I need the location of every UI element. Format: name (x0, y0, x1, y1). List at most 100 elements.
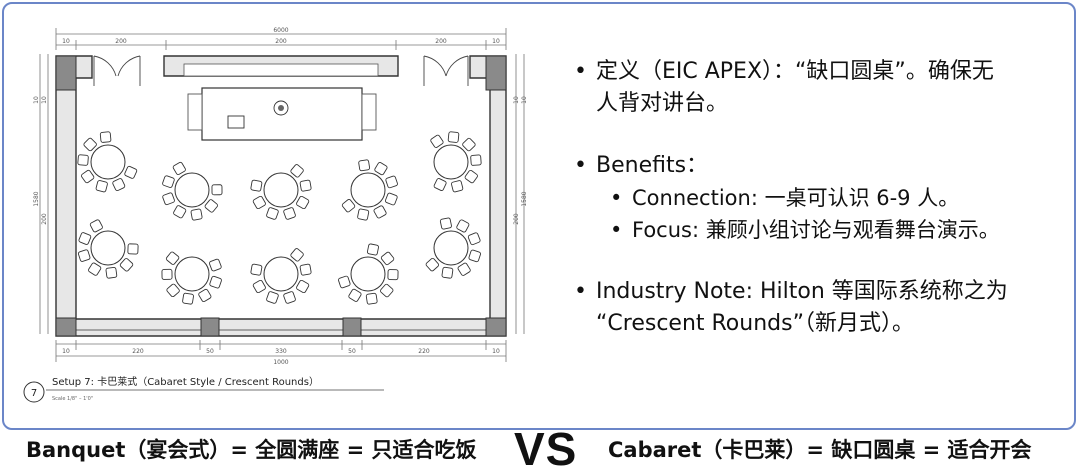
room-walls (55, 55, 507, 337)
chair (296, 279, 310, 294)
chair (209, 258, 222, 272)
dim-right-2: 200 (513, 213, 520, 225)
chair (467, 232, 481, 246)
round-table (161, 251, 222, 305)
chair (365, 292, 378, 305)
chair (299, 263, 312, 276)
dim-left-3: 200 (41, 213, 48, 225)
chair (89, 219, 103, 233)
table-top (433, 144, 469, 180)
chair (387, 269, 399, 281)
dim-top-3: 200 (275, 38, 287, 45)
table-top (90, 144, 126, 180)
chair (88, 262, 102, 276)
dim-right-4: 10 (521, 96, 528, 104)
chair (385, 175, 398, 189)
benefit-connection: Connection: 一桌可认识 6-9 人。 (572, 182, 1072, 214)
dim-right-1: 1580 (521, 191, 528, 206)
chair (81, 169, 95, 184)
chair (266, 207, 279, 220)
door-right (423, 55, 469, 86)
dim-bottom-2: 220 (132, 348, 144, 355)
vs-label: VS (514, 423, 578, 475)
chair (95, 180, 108, 193)
dim-top-2: 200 (115, 38, 127, 45)
bullet-industry-note: Industry Note: Hilton 等国际系统称之为 “Crescent… (572, 276, 1072, 340)
chair (83, 137, 97, 152)
chair (380, 251, 395, 266)
definition-line-2: 人背对讲台。 (596, 91, 729, 116)
table-top (350, 256, 386, 292)
chair (283, 207, 296, 220)
chair (283, 291, 296, 304)
chair (105, 266, 118, 279)
chair (468, 249, 481, 263)
chair (166, 283, 180, 298)
round-table (430, 131, 482, 193)
chair (441, 266, 454, 279)
definition-line-1: 定义（EIC APEX）：“缺口圆桌”。确保无 (596, 59, 994, 84)
chair (99, 131, 112, 143)
chair (341, 199, 356, 213)
chair (425, 257, 440, 272)
dim-left-2: 1580 (33, 191, 40, 206)
industry-note-line-1: Industry Note: Hilton 等国际系统称之为 (596, 279, 1008, 304)
round-table (77, 219, 139, 279)
chair (211, 184, 223, 196)
chair (209, 275, 222, 289)
dim-top-total: 6000 (273, 27, 288, 34)
chair (204, 199, 218, 213)
plan-caption: 7 Setup 7: 卡巴莱式（Cabaret Style / Crescent… (23, 375, 384, 403)
industry-note-line-2: “Crescent Rounds”（新月式）。 (596, 311, 914, 336)
round-table (250, 248, 312, 304)
dim-bottom-1: 10 (62, 348, 70, 355)
chair (447, 131, 460, 143)
chair (290, 164, 304, 178)
round-table (162, 161, 223, 221)
bullet-definition: 定义（EIC APEX）：“缺口圆桌”。确保无 人背对讲台。 (572, 56, 1072, 120)
chair (78, 232, 92, 245)
chair (173, 205, 187, 219)
table-top (263, 256, 299, 292)
caption-title: Setup 7: 卡巴莱式（Cabaret Style / Crescent R… (52, 375, 319, 388)
chair (165, 251, 180, 265)
table-top (350, 172, 386, 208)
table-top (90, 230, 126, 266)
chair (439, 217, 452, 230)
dim-bottom-total: 1000 (273, 359, 288, 366)
dim-top-1: 10 (62, 38, 70, 45)
chair (464, 169, 478, 184)
floor-plan: 6000 10 200 200 200 10 10 1580 200 10 15… (23, 27, 528, 403)
dim-bottom-6: 220 (418, 348, 430, 355)
chair (457, 262, 471, 276)
dim-top-5: 10 (492, 38, 500, 45)
table-top (174, 172, 210, 208)
chair (119, 258, 134, 272)
chair (198, 288, 212, 303)
chair (384, 192, 398, 206)
bullet-list: 定义（EIC APEX）：“缺口圆桌”。确保无 人背对讲台。 Benefits：… (572, 56, 1072, 340)
dim-bottom-3: 50 (206, 348, 214, 355)
banquet-caption: Banquet（宴会式）= 全圆满座 = 只适合吃饭 (26, 438, 477, 462)
chair (296, 195, 310, 210)
chair (77, 154, 89, 166)
chair (162, 192, 175, 206)
chair (190, 208, 203, 221)
round-table (250, 164, 312, 220)
chair (77, 249, 91, 262)
chair (373, 205, 387, 219)
table-top (263, 172, 299, 208)
dim-left-4: 10 (41, 96, 48, 104)
slide-frame: 6000 10 200 200 200 10 10 1580 200 10 15… (2, 2, 1076, 430)
chair (124, 165, 138, 179)
dim-bottom-5: 50 (348, 348, 356, 355)
chair (127, 243, 139, 255)
chair (374, 162, 388, 176)
chair (250, 179, 263, 192)
chair (348, 288, 362, 302)
chair (433, 178, 447, 191)
chair (172, 161, 186, 176)
dim-top-4: 200 (435, 38, 447, 45)
cabaret-tables (77, 131, 482, 305)
chair (182, 292, 194, 305)
